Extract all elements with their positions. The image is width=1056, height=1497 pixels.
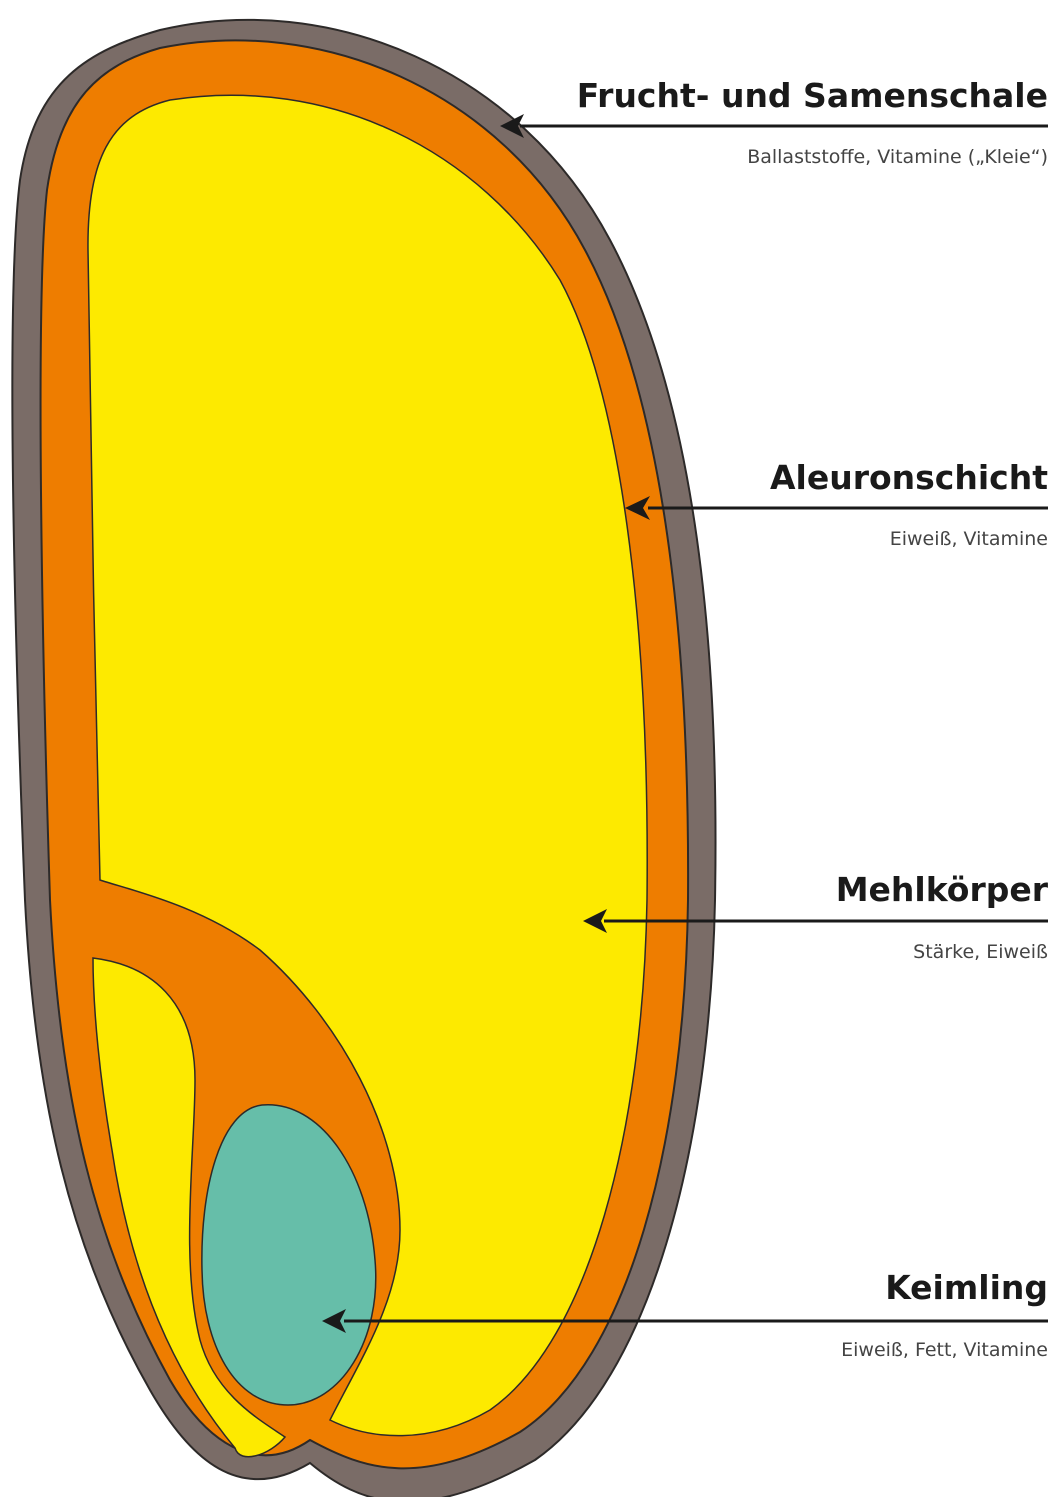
label-title-germ: Keimling [885,1268,1048,1307]
label-title-husk: Frucht- und Samenschale [577,76,1048,115]
arrow-husk [500,114,1048,138]
label-desc-germ: Eiweiß, Fett, Vitamine [841,1339,1048,1361]
label-desc-husk: Ballaststoffe, Vitamine („Kleie“) [747,146,1048,168]
label-title-aleurone: Aleuronschicht [770,458,1048,497]
label-desc-endosperm: Stärke, Eiweiß [913,941,1048,963]
label-title-endosperm: Mehlkörper [836,870,1048,909]
label-desc-aleurone: Eiweiß, Vitamine [890,528,1048,550]
